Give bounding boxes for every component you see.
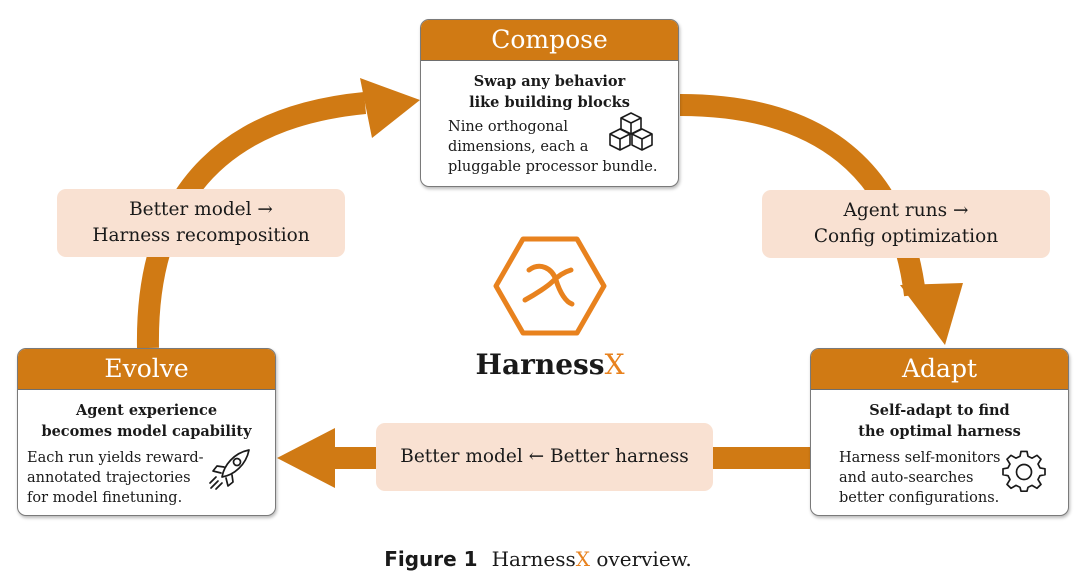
label-better-model-better-harness: Better model ← Better harness xyxy=(376,423,713,491)
caption-figure-number: Figure 1 xyxy=(384,547,478,571)
brand-accent: X xyxy=(604,348,625,381)
compose-body-area: Nine orthogonal dimensions, each a plugg… xyxy=(421,112,678,180)
evolve-title: Evolve xyxy=(18,349,275,390)
caption-rest: overview. xyxy=(590,547,692,571)
adapt-subtitle: Self-adapt to find the optimal harness xyxy=(858,402,1021,440)
gear-icon xyxy=(1002,450,1046,493)
adapt-body-area: Harness self-monitors and auto-searches … xyxy=(811,445,1068,509)
compose-subtitle: Swap any behavior like building blocks xyxy=(469,73,630,111)
brand-name: Harness xyxy=(475,348,605,381)
compose-body: Nine orthogonal dimensions, each a plugg… xyxy=(448,119,658,175)
arrowhead-evolve xyxy=(277,428,335,488)
label-better-model-recomposition: Better model → Harness recomposition xyxy=(57,189,345,257)
figure-caption: Figure 1 HarnessX overview. xyxy=(0,547,1076,571)
arrowhead-compose xyxy=(360,78,420,138)
adapt-card: Adapt Self-adapt to find the optimal har… xyxy=(810,348,1069,516)
rocket-icon xyxy=(209,449,250,490)
caption-accent: X xyxy=(575,547,591,571)
arrowhead-adapt xyxy=(900,283,963,345)
label-agent-runs-config: Agent runs → Config optimization xyxy=(762,190,1050,258)
adapt-title: Adapt xyxy=(811,349,1068,390)
caption-name: Harness xyxy=(491,547,576,571)
compose-title: Compose xyxy=(421,20,678,61)
evolve-body: Each run yields reward- annotated trajec… xyxy=(27,450,204,506)
hexagon-x-logo-icon xyxy=(493,236,607,336)
blocks-icon xyxy=(609,112,653,151)
evolve-card: Evolve Agent experience becomes model ca… xyxy=(17,348,276,516)
evolve-body-area: Each run yields reward- annotated trajec… xyxy=(18,445,275,509)
adapt-body: Harness self-monitors and auto-searches … xyxy=(839,450,1001,506)
compose-card: Compose Swap any behavior like building … xyxy=(420,19,679,187)
evolve-subtitle: Agent experience becomes model capabilit… xyxy=(41,402,252,440)
arrow-evolve-to-compose xyxy=(136,92,367,349)
brand-title: HarnessX xyxy=(440,348,660,381)
